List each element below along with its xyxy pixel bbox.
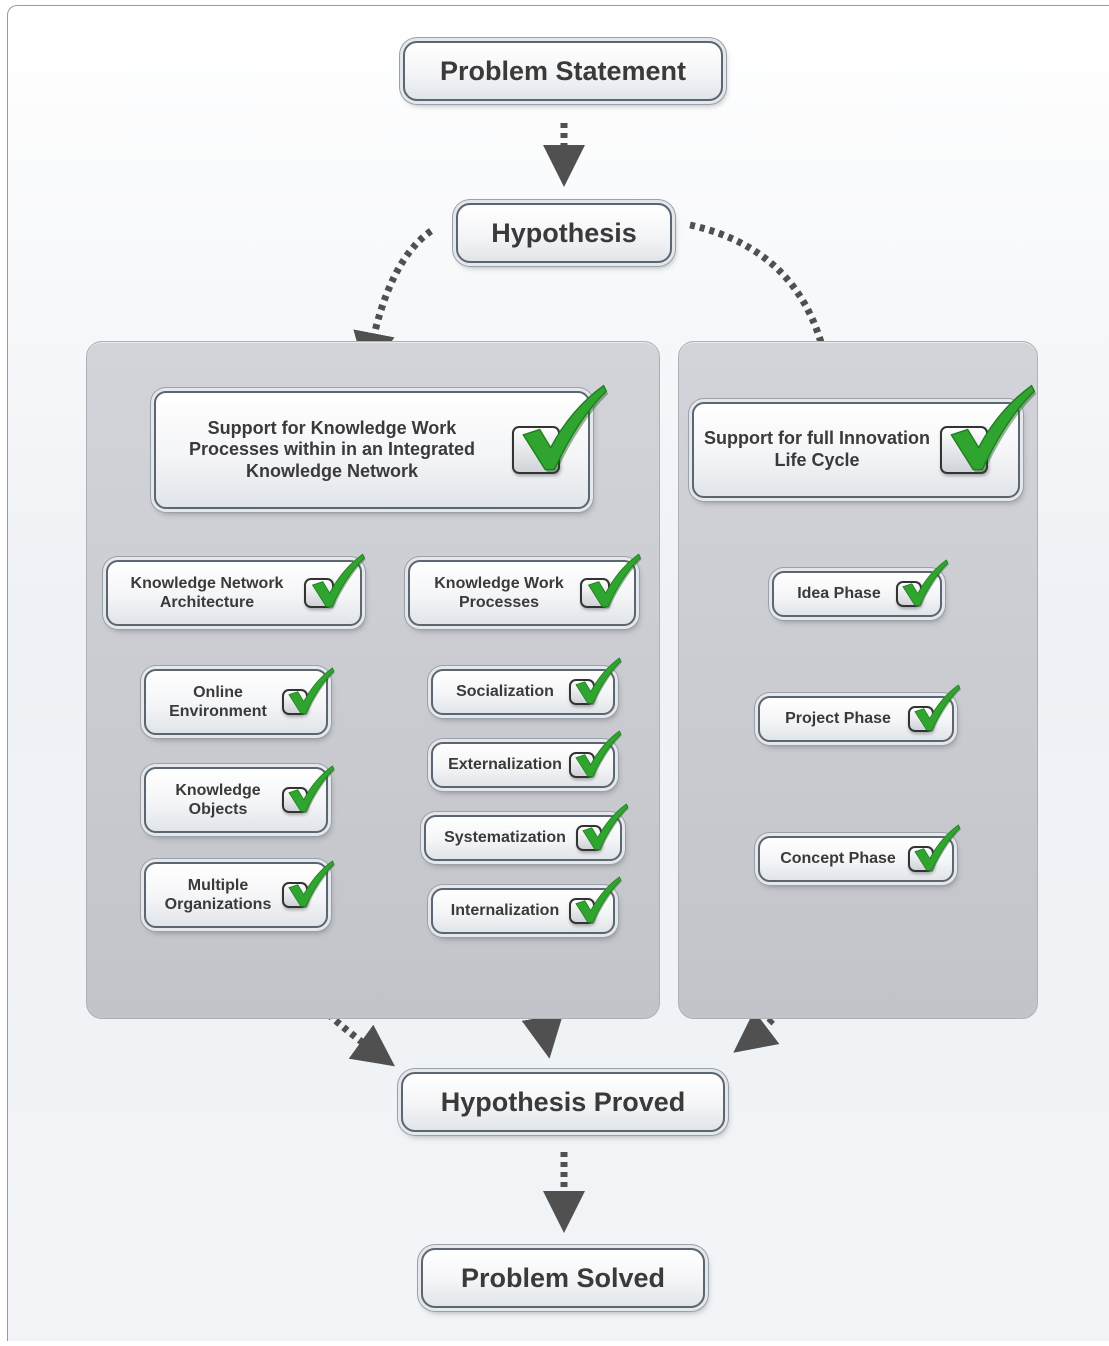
problem-solved-node: Problem Solved: [421, 1248, 705, 1308]
checkmark-icon: [575, 730, 623, 779]
project-phase-label: Project Phase: [785, 710, 891, 728]
concept-phase-label: Concept Phase: [780, 850, 896, 868]
checkmark-icon: [902, 559, 950, 608]
hypothesis-proved-label: Hypothesis Proved: [440, 1086, 686, 1117]
checkmark-icon: [282, 765, 336, 814]
knowledge-objects-label: Knowledge Objects: [175, 781, 261, 818]
checkmark-icon: [908, 824, 962, 873]
problem-statement-node: Problem Statement: [403, 41, 723, 101]
checkmark-icon: [575, 657, 623, 706]
support-knowledge-work-node: Support for Knowledge Work Processes wit…: [154, 385, 609, 509]
online-environment-label: Online Environment: [169, 683, 267, 720]
systematization-node: Systematization: [424, 803, 630, 861]
hypothesis-proved-node: Hypothesis Proved: [401, 1072, 725, 1132]
checkmark-icon: [282, 860, 336, 909]
checkmark-icon: [896, 559, 950, 608]
support-innovation-node: Support for full Innovation Life Cycle: [692, 385, 1037, 498]
checkmark-icon: [575, 876, 623, 925]
concept-phase-node: Concept Phase: [758, 824, 962, 882]
checkmark-icon: [914, 824, 962, 873]
checkmark-icon: [582, 803, 630, 852]
knowledge-network-architecture-label: Knowledge Network Architecture: [130, 574, 284, 611]
knowledge-work-processes-label: Knowledge Work Processes: [434, 574, 564, 611]
checkmark-icon: [569, 876, 623, 925]
hypothesis-node: Hypothesis: [456, 203, 672, 263]
checkmark-icon: [569, 730, 623, 779]
idea-phase-label: Idea Phase: [797, 585, 881, 603]
checkmark-icon: [950, 385, 1037, 473]
support-innovation-label: Support for full Innovation Life Cycle: [704, 428, 930, 470]
project-phase-node: Project Phase: [758, 684, 962, 742]
externalization-label: Externalization: [448, 756, 562, 774]
checkmark-icon: [288, 667, 336, 716]
problem-solved-label: Problem Solved: [460, 1262, 666, 1293]
knowledge-objects-node: Knowledge Objects: [144, 765, 336, 833]
checkmark-icon: [311, 553, 366, 608]
online-environment-node: Online Environment: [144, 667, 336, 735]
multiple-organizations-label: Multiple Organizations: [164, 876, 272, 913]
idea-phase-node: Idea Phase: [772, 559, 950, 617]
hypothesis-label: Hypothesis: [491, 217, 637, 248]
checkmark-icon: [282, 667, 336, 716]
knowledge-work-processes-node: Knowledge Work Processes: [408, 553, 642, 626]
checkmark-icon: [569, 657, 623, 706]
checkmark-icon: [304, 553, 366, 608]
checkmark-icon: [914, 684, 962, 733]
connector-hypothesis-left: [353, 228, 434, 375]
socialization-label: Socialization: [456, 683, 554, 701]
checkmark-icon: [576, 803, 630, 852]
diagram-canvas: Problem Statement Hypothesis Support for…: [7, 5, 1109, 1341]
support-knowledge-work-label: Support for Knowledge Work Processes wit…: [188, 417, 476, 481]
problem-statement-label: Problem Statement: [439, 55, 687, 86]
internalization-node: Internalization: [431, 876, 623, 934]
knowledge-network-architecture-node: Knowledge Network Architecture: [106, 553, 366, 626]
checkmark-icon: [522, 385, 609, 473]
checkmark-icon: [288, 765, 336, 814]
externalization-node: Externalization: [431, 730, 623, 788]
multiple-organizations-node: Multiple Organizations: [144, 860, 336, 928]
systematization-label: Systematization: [444, 829, 566, 847]
checkmark-icon: [587, 553, 642, 608]
checkmark-icon: [288, 860, 336, 909]
checkmark-icon: [580, 553, 642, 608]
checkmark-icon: [908, 684, 962, 733]
checkmark-icon: [940, 385, 1037, 474]
socialization-node: Socialization: [431, 657, 623, 715]
internalization-label: Internalization: [450, 902, 560, 920]
checkmark-icon: [512, 385, 609, 474]
